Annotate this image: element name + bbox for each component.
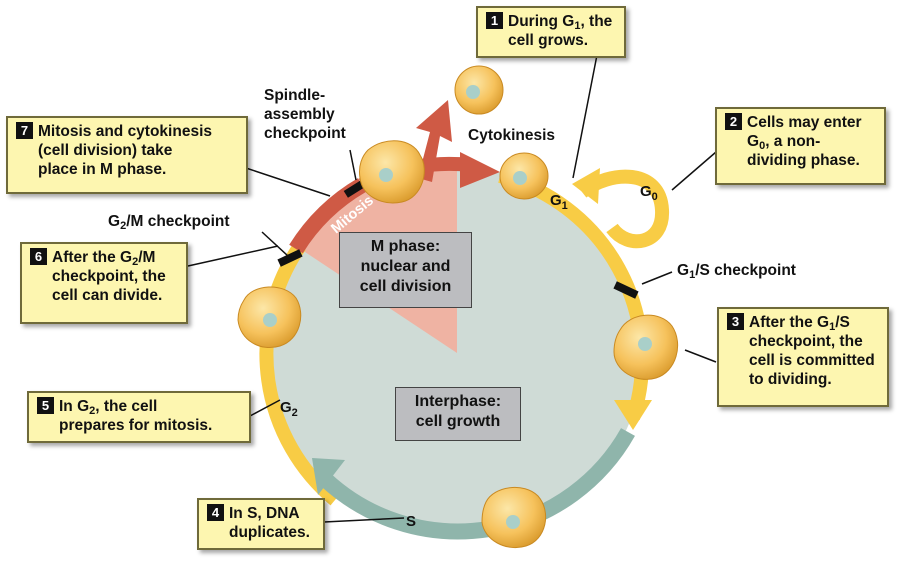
- step-number-3: 3: [727, 313, 744, 330]
- m-phase-line2: nuclear and: [360, 258, 451, 275]
- interphase-line1: Interphase:: [414, 393, 502, 410]
- cell-daughter: [454, 65, 504, 115]
- g1-phase-label: G1: [550, 192, 568, 212]
- g1s-checkpoint-label: G1/S checkpoint: [677, 262, 796, 281]
- g2m-checkpoint-bar: [277, 249, 303, 267]
- m-phase-line1: M phase:: [370, 238, 441, 255]
- spindle-line3: checkpoint: [264, 125, 346, 142]
- s-arrowhead: [312, 458, 345, 495]
- g1s-checkpoint-bar: [613, 281, 639, 299]
- cytokinesis-arrowhead: [460, 152, 500, 188]
- cytokinesis-label: Cytokinesis: [468, 127, 556, 144]
- spindle-checkpoint-label: Spindle- assembly checkpoint: [264, 86, 374, 143]
- g2-phase-label: G2: [280, 399, 298, 419]
- g1-arrowhead: [614, 400, 652, 430]
- step-number-6: 6: [30, 248, 47, 265]
- cell-g2: [237, 286, 302, 348]
- g0-arrowhead: [572, 168, 600, 204]
- m-phase-line3: cell division: [359, 278, 452, 295]
- g0-phase-label: G0: [640, 183, 658, 203]
- spindle-line2: assembly: [264, 106, 335, 123]
- interphase-box: Interphase: cell growth: [395, 387, 521, 441]
- division-arrow: [416, 100, 452, 182]
- step-number-1: 1: [486, 12, 503, 29]
- step-number-4: 4: [207, 504, 224, 521]
- cell-mitosis: [359, 140, 425, 204]
- interphase-line2: cell growth: [415, 413, 501, 430]
- step-number-2: 2: [725, 113, 742, 130]
- spindle-line1: Spindle-: [264, 87, 326, 104]
- g0-loop: [577, 169, 669, 249]
- cell-after-g1s: [613, 314, 679, 380]
- g2m-checkpoint-label: G2/M checkpoint: [108, 213, 230, 232]
- step-number-5: 5: [37, 397, 54, 414]
- cell-g1: [499, 152, 549, 200]
- step-number-7: 7: [16, 122, 33, 139]
- m-phase-box: M phase: nuclear and cell division: [339, 232, 472, 308]
- cell-s: [481, 486, 547, 548]
- s-phase-label: S: [406, 513, 416, 530]
- g2-arc: [259, 242, 340, 506]
